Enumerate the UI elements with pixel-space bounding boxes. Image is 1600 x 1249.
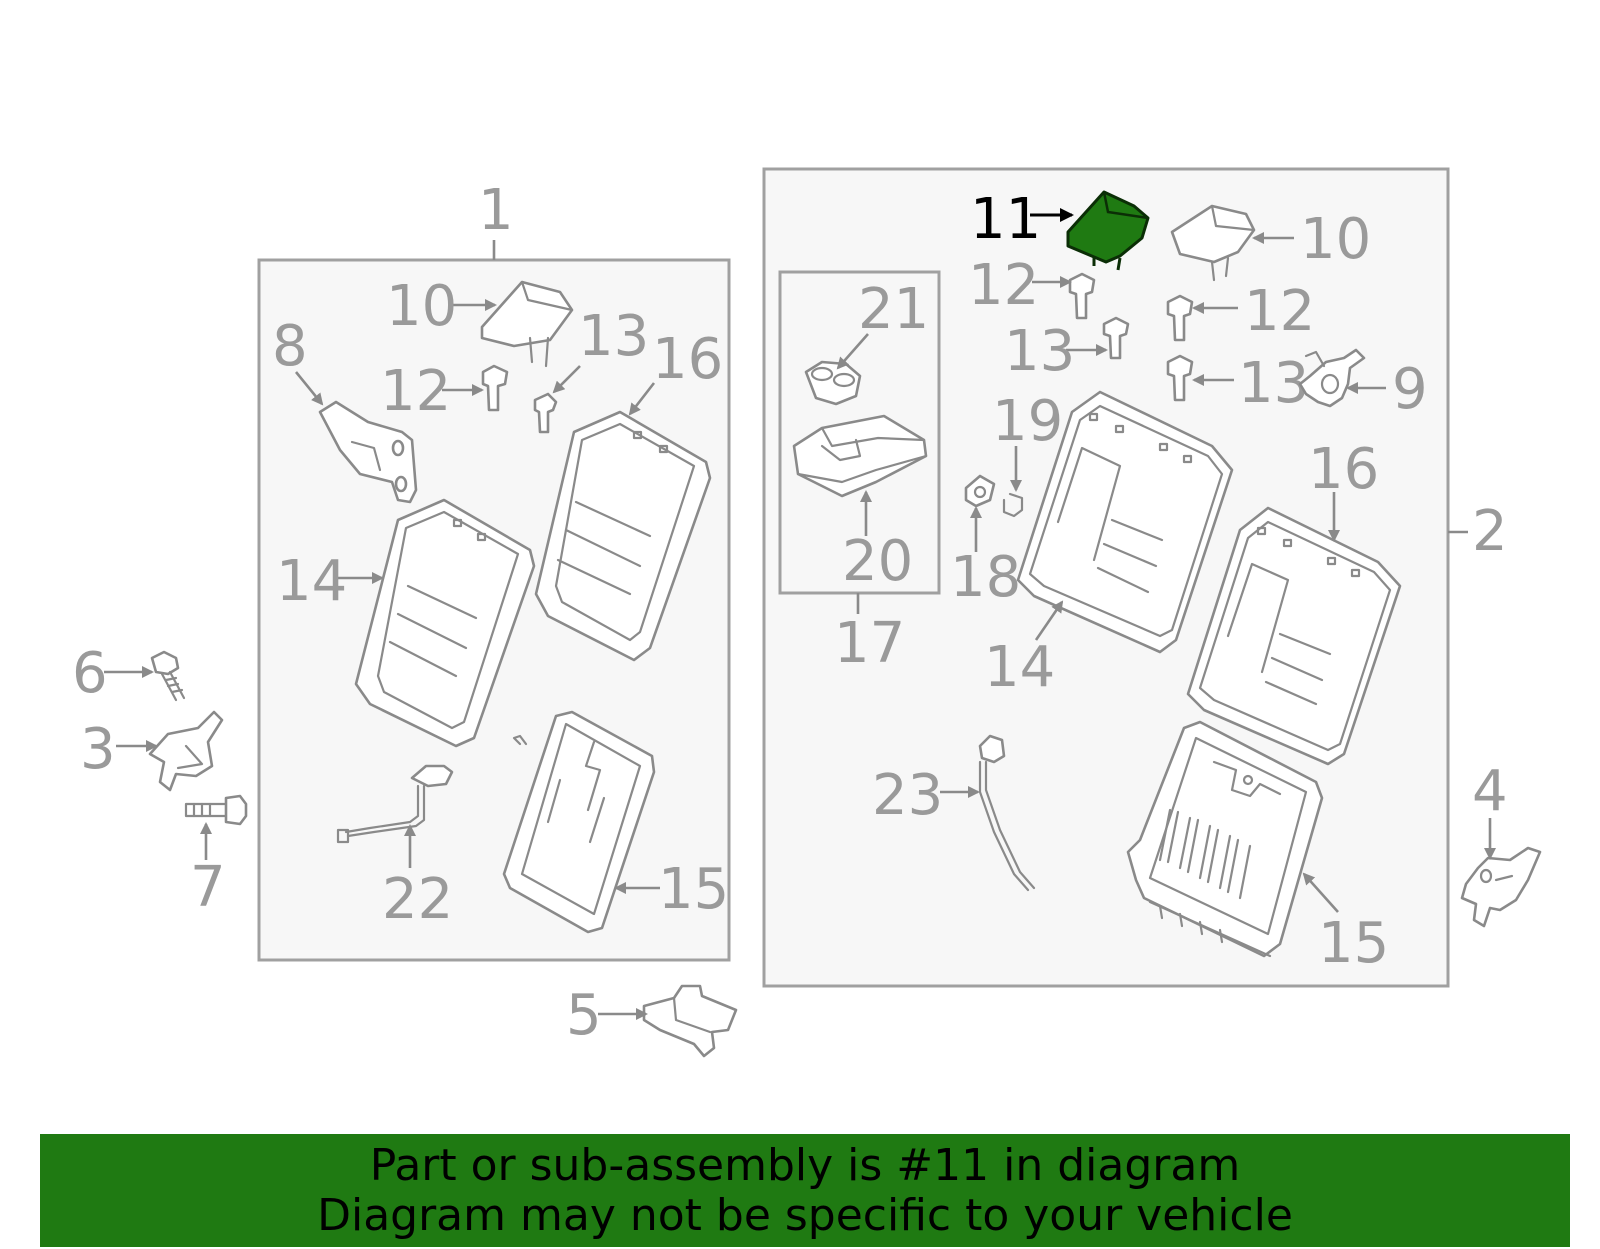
- release-cable-right-part: [978, 734, 1036, 892]
- callout-6: 6: [72, 641, 108, 706]
- callout-20: 20: [842, 529, 913, 594]
- callout-15-right: 15: [1318, 911, 1389, 976]
- seat-back-frame-right-part: [1126, 720, 1324, 958]
- callout-14-right: 14: [984, 635, 1055, 700]
- highlighted-headrest-part: [1066, 190, 1150, 271]
- callout-5: 5: [566, 983, 602, 1048]
- callout-12-left: 12: [380, 359, 451, 424]
- callout-21: 21: [858, 277, 929, 342]
- cup-holder-part: [804, 360, 862, 406]
- callout-15-right-leader: [1302, 872, 1339, 913]
- nut-part: [964, 474, 996, 508]
- callout-1: 1: [478, 178, 514, 243]
- headrest-guide-lock-left-part: [533, 392, 558, 434]
- bracket-part: [318, 400, 418, 504]
- headrest-guide-right-a-part: [1068, 272, 1096, 320]
- callout-2: 2: [1472, 499, 1508, 564]
- headrest-left-part: [480, 280, 574, 368]
- callout-4: 4: [1472, 759, 1508, 824]
- callout-19: 19: [992, 389, 1063, 454]
- seat-back-pad-left-part: [354, 498, 536, 748]
- callout-12-right-a: 12: [968, 253, 1039, 318]
- callout-13-left-leader: [552, 365, 581, 394]
- seat-back-cover-right-part: [1186, 506, 1402, 766]
- hook-part: [1002, 492, 1024, 518]
- banner-line-part-number: Part or sub-assembly is #11 in diagram: [369, 1139, 1241, 1191]
- headrest-right-part: [1170, 204, 1256, 282]
- bolt-horizontal-part: [184, 794, 248, 826]
- latch-part: [148, 710, 224, 792]
- banner-line-disclaimer: Diagram may not be specific to your vehi…: [317, 1189, 1293, 1241]
- headrest-guide-right-b-part: [1166, 294, 1194, 342]
- info-banner: Part or sub-assembly is #11 in diagram D…: [40, 1134, 1570, 1247]
- release-cable-left-part: [336, 764, 454, 844]
- callout-8: 8: [272, 314, 308, 379]
- callout-3: 3: [80, 717, 116, 782]
- callout-13-left: 13: [578, 304, 649, 369]
- callout-16-right: 16: [1308, 437, 1379, 502]
- callout-17: 17: [834, 611, 905, 676]
- bolt-part: [150, 650, 186, 702]
- callout-10-right: 10: [1300, 207, 1371, 272]
- callout-14-right-leader: [1034, 600, 1064, 641]
- headrest-guide-left-part: [481, 364, 509, 412]
- callout-9: 9: [1392, 357, 1428, 422]
- seat-back-cover-left-part: [534, 410, 712, 662]
- callout-22: 22: [382, 867, 453, 932]
- callout-8-leader: [294, 371, 324, 406]
- hinge-cover-part: [642, 984, 738, 1058]
- callout-23: 23: [872, 763, 943, 828]
- callout-13-right-a: 13: [1004, 319, 1075, 384]
- callout-13-right-b: 13: [1238, 351, 1309, 416]
- callout-12-right-b: 12: [1244, 279, 1315, 344]
- headrest-guide-lock-right-a-part: [1102, 316, 1130, 360]
- headrest-guide-lock-right-b-part: [1166, 354, 1194, 402]
- callout-16-left-leader: [628, 382, 656, 416]
- callout-7: 7: [190, 855, 226, 920]
- armrest-part: [792, 414, 928, 498]
- seat-back-pad-right-part: [1016, 390, 1234, 654]
- hinge-bracket-part: [1460, 846, 1542, 928]
- callout-18: 18: [950, 545, 1021, 610]
- callout-15-left: 15: [658, 857, 729, 922]
- callout-16-left: 16: [652, 327, 723, 392]
- callout-21-leader: [836, 333, 869, 370]
- callout-11: 11: [970, 187, 1041, 252]
- callout-10-left: 10: [386, 274, 457, 339]
- seat-back-frame-left-part: [502, 710, 656, 934]
- callout-14-left: 14: [276, 549, 347, 614]
